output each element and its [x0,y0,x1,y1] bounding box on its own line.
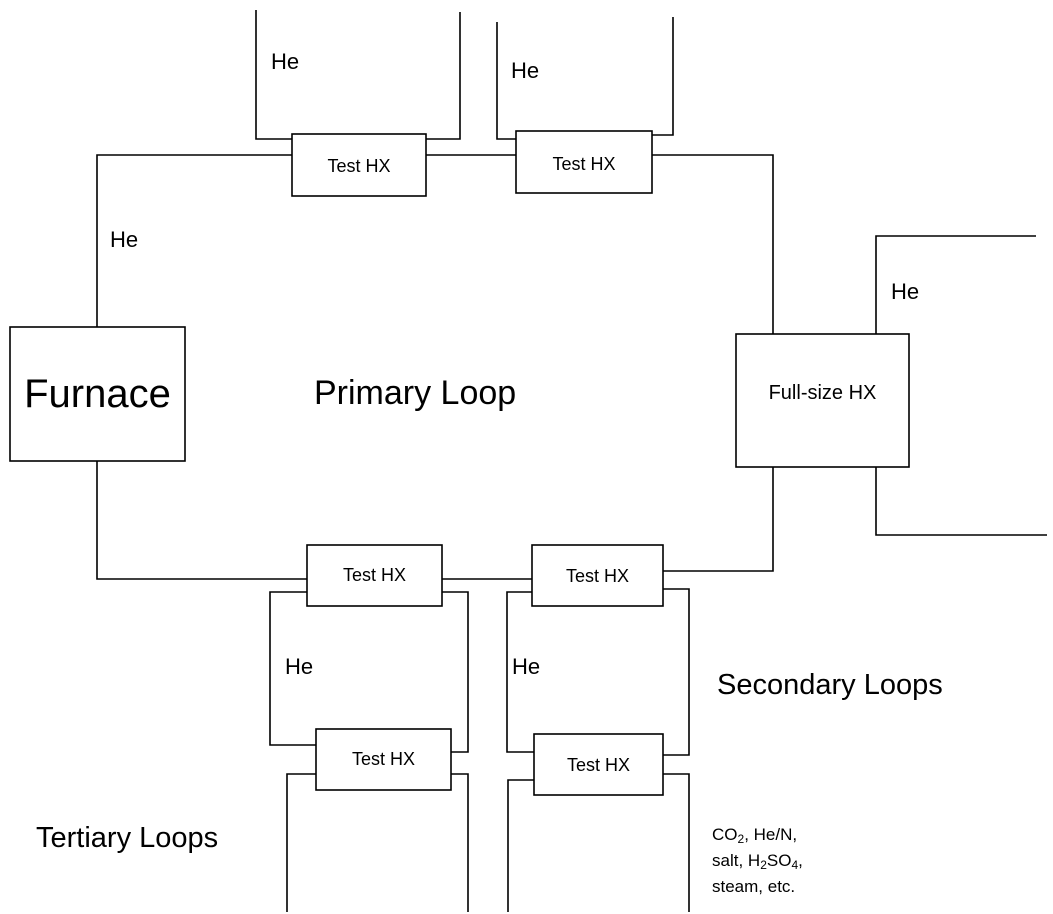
tertiary-loop-piping [286,773,690,912]
tertiary-loops-title: Tertiary Loops [36,822,219,854]
full-size-hx-label: Full-size HX [768,382,877,404]
bottom-right-he-loop-piping [506,588,690,756]
test-hx-top-left-label: Test HX [327,156,391,176]
test-hx-bottom-right-label: Test HX [565,566,630,586]
he-label-bottom-right: He [512,654,541,679]
top-right-he-loop-piping [496,17,674,140]
fluids-line-1: CO2, He/N, [712,825,798,846]
secondary-loops-title: Secondary Loops [717,669,943,701]
he-label-top-left: He [271,49,300,74]
primary-loop-piping [96,154,774,580]
test-hx-lower-left-box [315,728,452,791]
full-size-hx-box [735,333,910,468]
fluids-line-3: steam, etc. [712,877,796,896]
test-hx-bottom-left-box [306,544,443,607]
test-hx-bottom-left-label: Test HX [342,565,407,585]
test-hx-top-left-box [291,133,427,197]
test-hx-top-right-label: Test HX [552,154,616,174]
secondary-fluids-note: CO2, He/N, salt, H2SO4, steam, etc. [712,822,803,900]
test-hx-lower-right-box [533,733,664,796]
primary-loop-title: Primary Loop [314,374,517,412]
furnace-label: Furnace [24,372,171,416]
bottom-left-he-loop-piping [269,591,469,753]
test-hx-lower-left-label: Test HX [351,749,416,769]
he-label-primary: He [110,227,139,252]
test-hx-top-right-box [515,130,653,194]
furnace-box [9,326,186,462]
test-hx-lower-right-label: Test HX [566,755,631,775]
full-size-hx-external-piping [875,235,1047,536]
top-left-he-loop-piping [255,10,461,140]
test-hx-bottom-right-box [531,544,664,607]
fluids-line-2: salt, H2SO4, [712,851,803,872]
he-label-bottom-left: He [285,654,314,679]
he-label-top-right: He [511,58,540,83]
he-label-full-size-hx: He [891,279,920,304]
